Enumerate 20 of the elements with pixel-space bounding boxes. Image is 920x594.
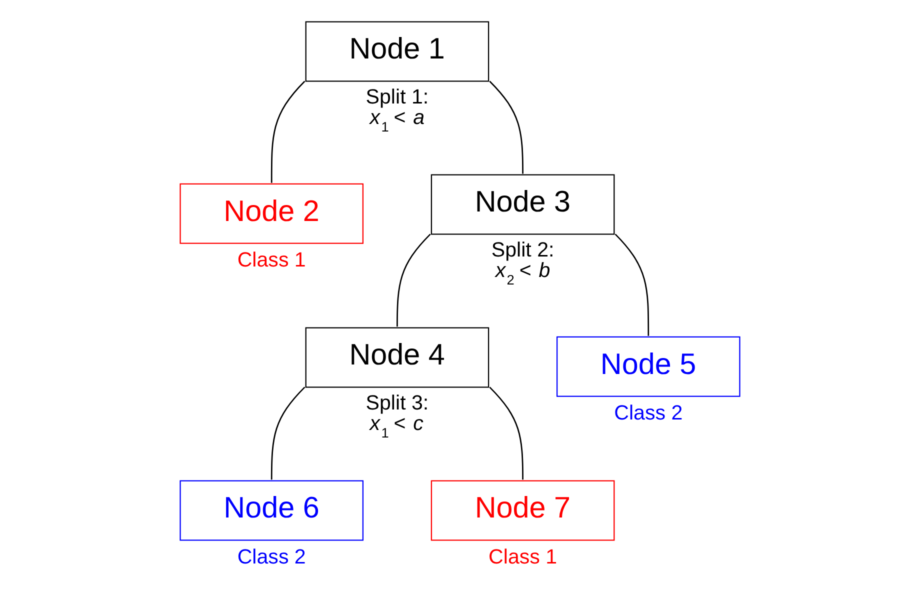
node-label: Class 2 [614, 402, 683, 425]
node-label: Split 2: x$_{2}$ < b [491, 238, 554, 288]
node-box: Node 1 [305, 21, 490, 82]
node-box: Node 7 [430, 480, 615, 541]
node-label: Split 3: x$_{1}$ < c [366, 391, 429, 440]
node-box: Node 6 [180, 480, 364, 541]
node-box: Node 4 [305, 327, 490, 388]
node-label: Class 1 [488, 545, 558, 568]
node-box: Node 3 [430, 174, 615, 235]
node-label: Class 1 [237, 248, 306, 272]
node-box: Node 5 [556, 336, 740, 397]
connector [489, 80, 524, 174]
connector [489, 386, 524, 480]
node-label: Split 1: x$_{1}$ < a [366, 85, 429, 134]
node-label: Class 2 [237, 545, 306, 568]
connector [614, 234, 650, 336]
connector [396, 234, 431, 327]
node-box: Node 2 [180, 183, 364, 244]
connector [270, 386, 306, 480]
connector [270, 80, 306, 183]
